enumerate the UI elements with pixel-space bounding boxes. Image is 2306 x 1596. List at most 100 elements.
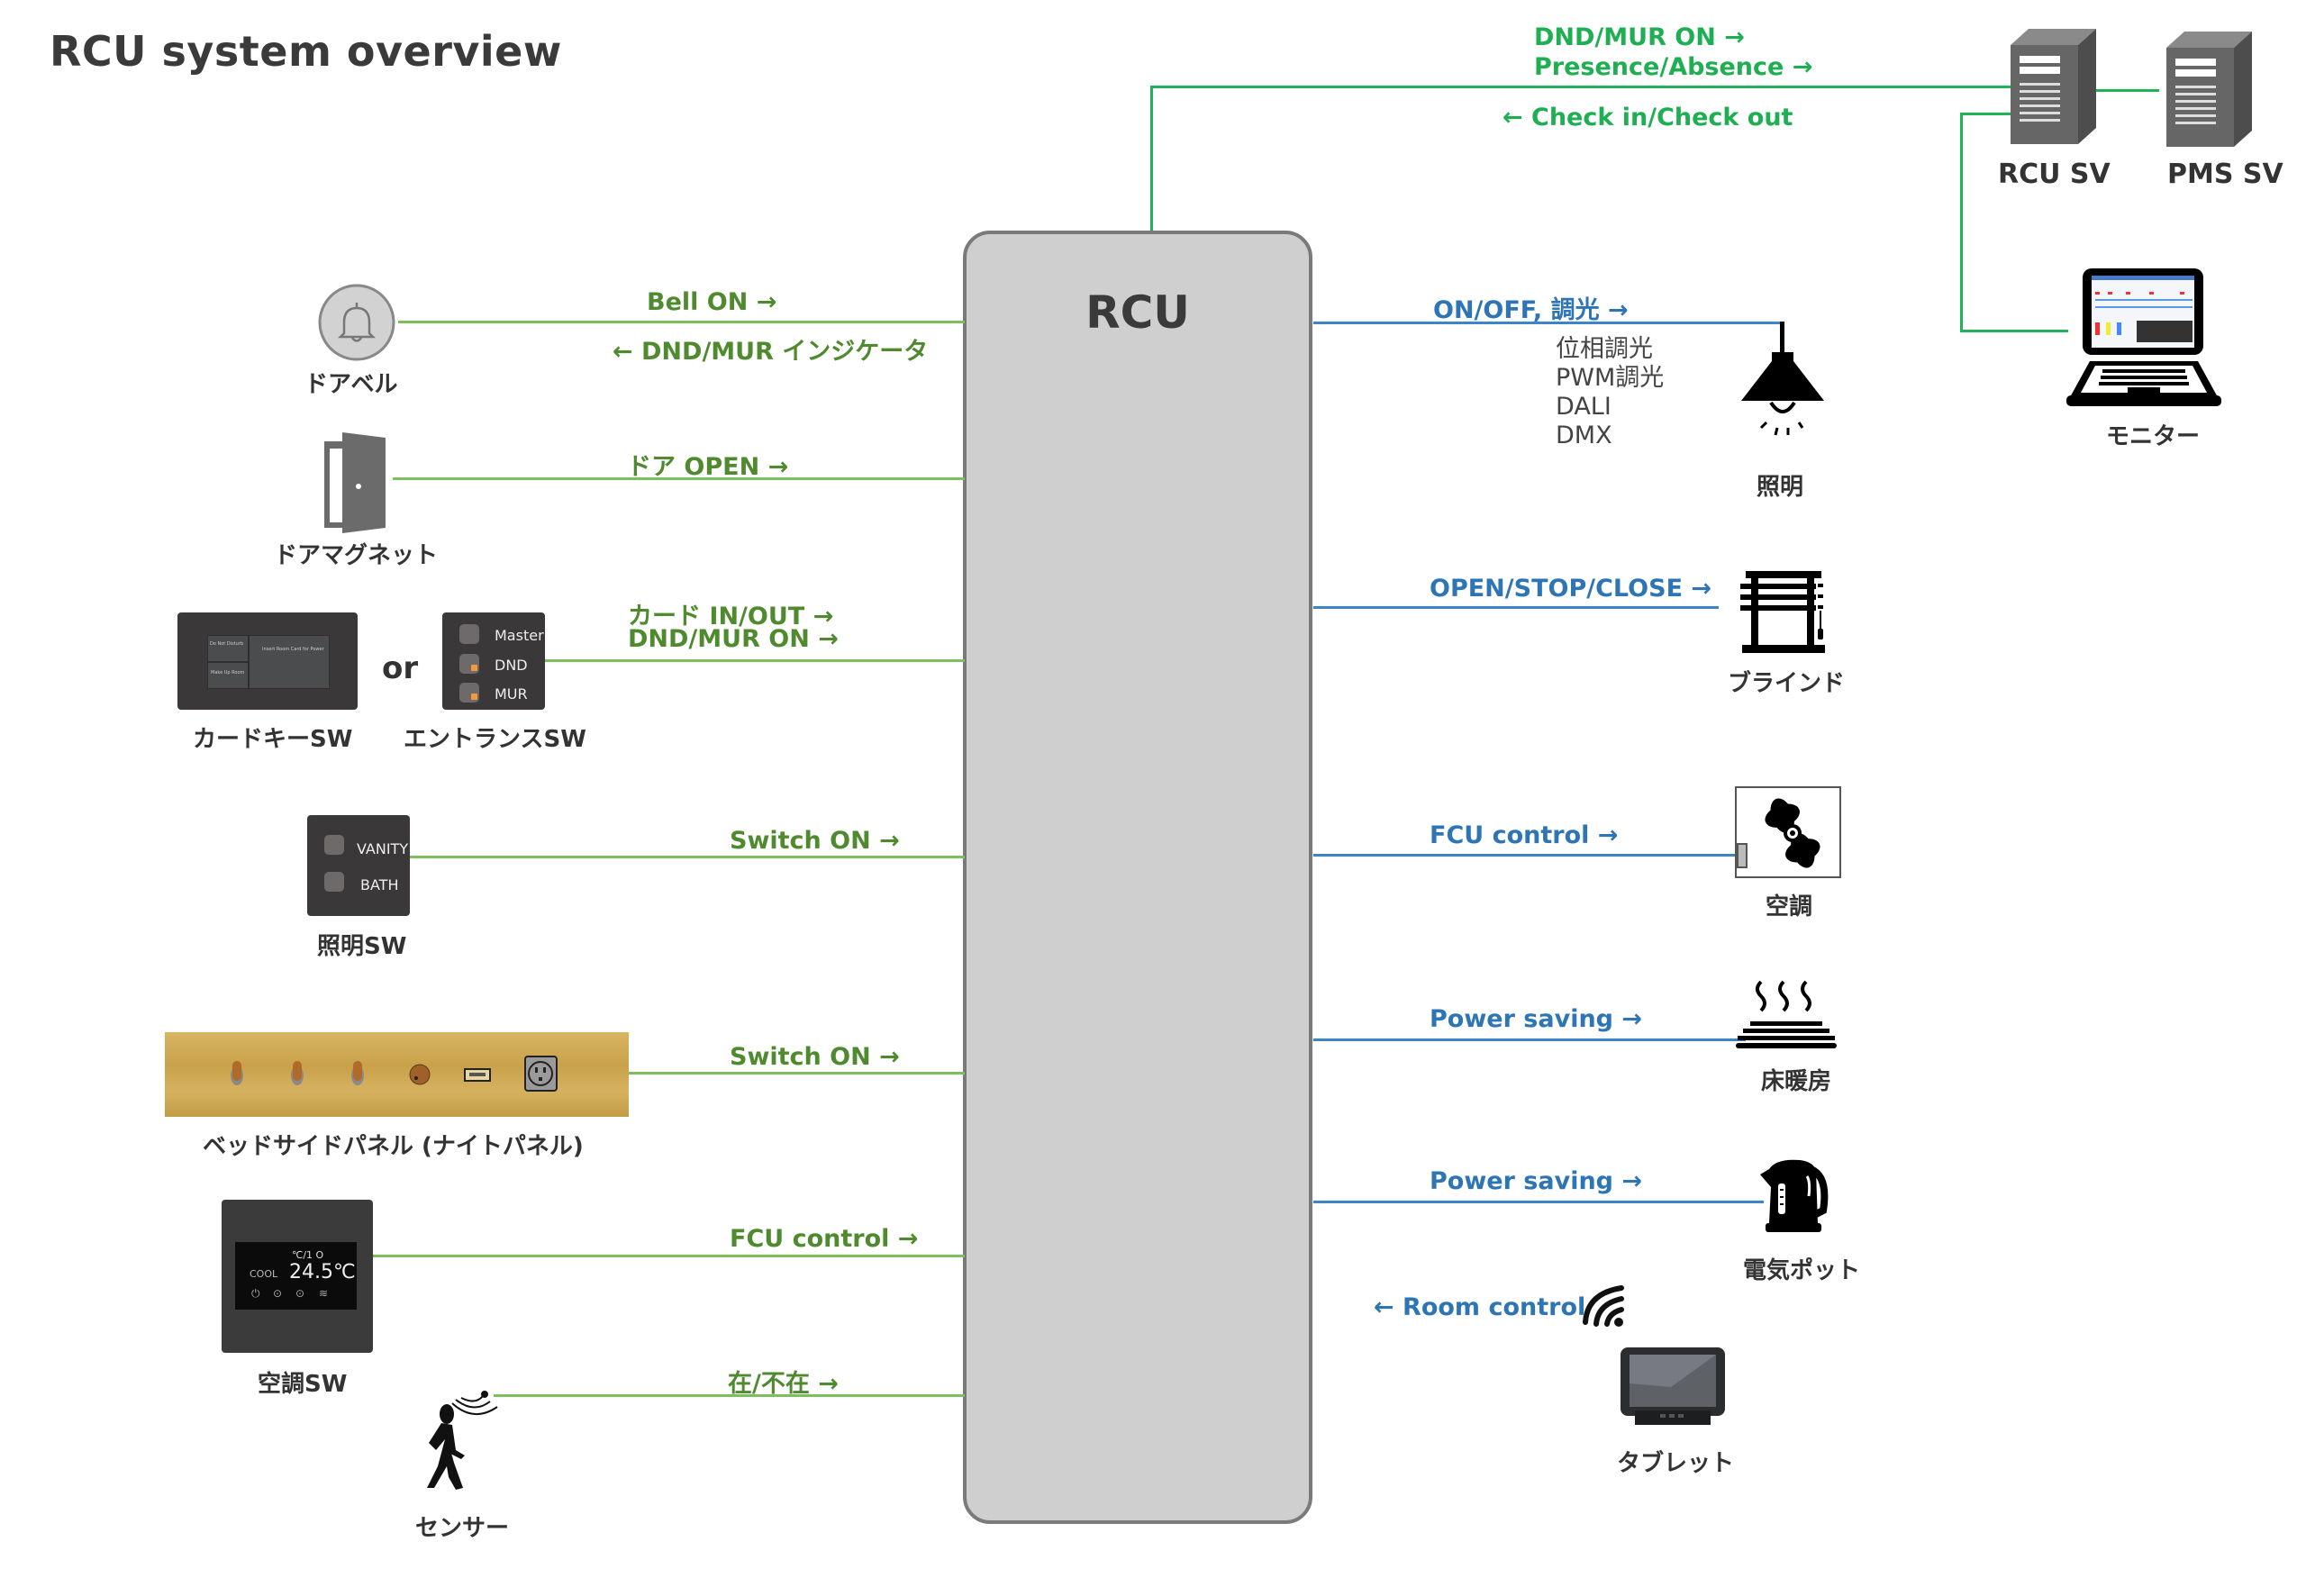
rcu-label: RCU	[1085, 286, 1190, 339]
monitor-label: モニター	[2106, 423, 2201, 450]
laptop-icon	[2066, 268, 2221, 406]
dnd-button[interactable]	[459, 654, 479, 674]
dimming-type: 位相調光	[1556, 335, 1653, 363]
dimming-types: 位相調光 PWM調光 DALI DMX	[1556, 335, 1664, 450]
lighting-fixture[interactable]	[1725, 322, 1840, 457]
ac-link	[1313, 854, 1746, 857]
entrance-switch[interactable]: Master DND MUR	[442, 612, 545, 710]
dnd-button-label: DND	[495, 657, 528, 674]
card-key-switch[interactable]: Do Not Disturb Make Up Room Insert Room …	[177, 612, 358, 710]
ac-label: 空調	[1766, 893, 1813, 920]
pms-server[interactable]	[2166, 30, 2253, 149]
floor-heating-label: 床暖房	[1761, 1068, 1832, 1095]
electric-kettle[interactable]	[1757, 1156, 1829, 1243]
sensor-label: センサー	[415, 1515, 510, 1542]
card-key-mur-text: Make Up Room	[211, 670, 245, 676]
signal-label-switch-on-1: Switch ON →	[730, 827, 900, 855]
toggle-switch-icon	[231, 1061, 364, 1085]
blind-icon	[1740, 571, 1825, 653]
card-key-label: カードキーSW	[193, 726, 353, 753]
lighting-switch[interactable]: VANITY BATH	[307, 815, 410, 916]
ac-switch-link	[373, 1255, 965, 1257]
dimming-type: DMX	[1556, 422, 1612, 449]
card-key-dnd-panel: Do Not Disturb	[207, 635, 249, 662]
wifi-icon	[1578, 1283, 1629, 1329]
signal-label-dnd-mur-on: DND/MUR ON →	[1534, 23, 1745, 51]
card-key-dnd-text: Do Not Disturb	[210, 641, 244, 647]
monitor-link-bottom	[1960, 330, 2068, 332]
pendant-lamp-icon	[1741, 322, 1824, 436]
doorbell[interactable]	[317, 283, 396, 362]
ac-display-mode: COOL	[250, 1268, 278, 1280]
vanity-button-label: VANITY	[357, 840, 409, 857]
fan-speed-icon[interactable]: ≋	[319, 1287, 329, 1300]
monitor-link-top	[1960, 113, 2014, 115]
door-icon	[324, 432, 386, 533]
bedside-panel-label: ベッドサイドパネル (ナイトパネル)	[203, 1133, 584, 1160]
card-key-insert-text: Insert Room Card for Power	[262, 647, 324, 652]
motion-sensor[interactable]	[414, 1387, 522, 1504]
server-icon	[2011, 29, 2096, 144]
signal-label-open-stop-close: OPEN/STOP/CLOSE →	[1430, 575, 1712, 603]
blind[interactable]	[1739, 567, 1829, 657]
bath-button[interactable]	[324, 872, 344, 892]
ac-switch-label: 空調SW	[258, 1371, 348, 1398]
signal-label-door-open: ドア OPEN →	[627, 453, 789, 481]
dnd-led-icon	[471, 665, 477, 671]
tablet-icon	[1621, 1347, 1725, 1425]
or-text: or	[382, 650, 419, 686]
ac-switch-display: ℃/1 O COOL 24.5℃ ⏻ ⊙ ⊙ ≋	[235, 1242, 357, 1310]
dimming-type: PWM調光	[1556, 364, 1665, 392]
signal-label-card-in-out: カード IN/OUT →	[628, 603, 834, 630]
down-icon[interactable]: ⊙	[273, 1287, 283, 1300]
dimming-type: DALI	[1556, 393, 1611, 421]
signal-label-presence: Presence/Absence →	[1534, 53, 1813, 81]
master-button-label: Master	[495, 627, 544, 644]
entrance-switch-link	[545, 659, 965, 662]
kettle-link	[1313, 1201, 1764, 1203]
rcu-server[interactable]	[2011, 27, 2097, 146]
signal-label-on-off-dim: ON/OFF, 調光 →	[1433, 296, 1629, 324]
fan-icon	[1737, 798, 1820, 868]
master-button[interactable]	[459, 624, 479, 644]
walking-person-icon	[427, 1391, 498, 1490]
page-title: RCU system overview	[50, 27, 562, 76]
signal-label-presence-absence: 在/不在 →	[728, 1370, 839, 1398]
lighting-link	[1313, 322, 1782, 324]
mur-button[interactable]	[459, 683, 479, 703]
signal-label-room-control: ← Room control	[1374, 1293, 1586, 1321]
tablet[interactable]	[1617, 1342, 1729, 1427]
power-icon[interactable]: ⏻	[251, 1287, 260, 1300]
ac-display-temp: 24.5℃	[289, 1261, 356, 1283]
floor-heating[interactable]	[1734, 978, 1838, 1050]
signal-label-fcu-control-left: FCU control →	[730, 1225, 919, 1253]
door-magnet-label: ドアマグネット	[274, 542, 439, 569]
door-magnet-link	[393, 477, 965, 480]
signal-label-fcu-control-right: FCU control →	[1430, 821, 1619, 849]
rcu-server-link-horizontal	[1150, 86, 2013, 88]
ac-display-sub: ℃/1 O	[292, 1249, 324, 1261]
bath-button-label: BATH	[360, 876, 399, 893]
rcu-server-label: RCU SV	[1998, 159, 2111, 190]
bedside-panel[interactable]	[165, 1032, 629, 1117]
signal-label-dnd-mur-indicator: ← DND/MUR インジケータ	[613, 338, 929, 366]
ac-switch[interactable]: ℃/1 O COOL 24.5℃ ⏻ ⊙ ⊙ ≋	[222, 1200, 373, 1353]
rcu-unit[interactable]: RCU	[963, 231, 1312, 1524]
door-magnet[interactable]	[304, 431, 395, 535]
floor-heating-link	[1313, 1038, 1746, 1041]
up-icon[interactable]: ⊙	[295, 1287, 305, 1300]
sensor-link	[494, 1394, 965, 1397]
lighting-switch-link	[410, 856, 965, 858]
monitor-link-vertical	[1960, 113, 1963, 331]
rcu-server-link-vertical	[1150, 86, 1153, 231]
air-conditioner[interactable]	[1735, 786, 1841, 878]
signal-label-power-saving-2: Power saving →	[1430, 1167, 1643, 1195]
lighting-label: 照明	[1757, 474, 1804, 501]
monitor-laptop[interactable]	[2063, 267, 2225, 409]
doorbell-label: ドアベル	[304, 371, 398, 398]
vanity-button[interactable]	[324, 835, 344, 855]
floor-heating-icon	[1736, 980, 1837, 1048]
mur-led-icon	[471, 694, 477, 700]
bell-icon	[318, 284, 395, 361]
blind-link	[1313, 606, 1719, 609]
